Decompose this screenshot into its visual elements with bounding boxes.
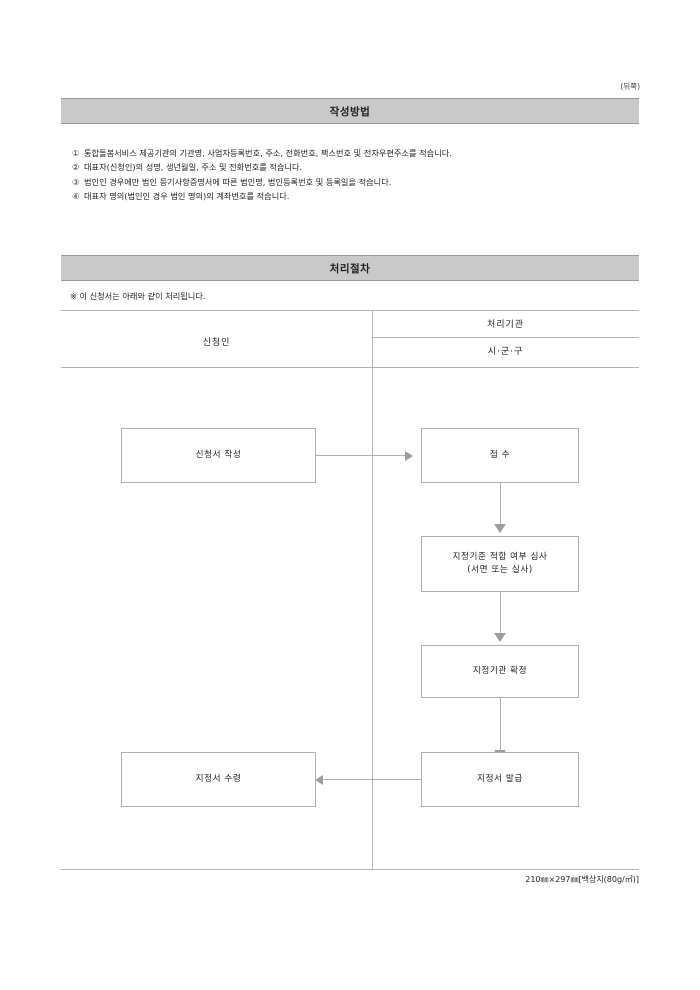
flow-step-label: 지정기준 적합 여부 심사 [452, 552, 548, 562]
section-header-writing-method: 작성방법 [61, 98, 639, 124]
flow-step-label: 접 수 [489, 450, 511, 460]
list-item-marker: ③ [72, 176, 80, 187]
flow-step-application-form: 신청서 작성 [121, 428, 316, 483]
section-header-procedure: 처리절차 [61, 255, 639, 281]
column-header-agency-sub: 시·군·구 [487, 347, 524, 357]
list-item: ④ 대표자 명의(법인인 경우 법인 명의)의 계좌번호를 적습니다. [72, 189, 632, 203]
list-item-label: 대표자(신청인)의 성명, 생년월일, 주소 및 전화번호를 적습니다. [84, 162, 303, 173]
list-item-marker: ④ [72, 190, 80, 201]
connector-receipt-to-review [500, 483, 501, 526]
divider-header-bottom [61, 367, 639, 368]
writing-method-list: ① 통합돌봄서비스 제공기관의 기관명, 사업자등록번호, 주소, 전화번호, … [72, 146, 632, 203]
section-title-writing-method: 작성방법 [329, 105, 371, 118]
section-title-procedure: 처리절차 [329, 262, 371, 275]
flow-step-label: 지정서 발급 [477, 774, 523, 784]
connector-application-to-receipt [316, 455, 405, 456]
list-item-marker: ② [72, 162, 80, 173]
procedure-flow-diagram: 신청인 처리기관 시·군·구 신청서 작성 접 수 지정기준 적합 여부 심사 … [61, 310, 639, 870]
arrow-left-icon [315, 775, 323, 785]
flow-step-issue: 지정서 발급 [421, 752, 579, 807]
column-header-agency: 처리기관 [486, 320, 525, 330]
column-header-applicant: 신청인 [202, 338, 231, 348]
list-item: ③ 법인인 경우에만 법인 등기사항증명서에 따른 법인명, 법인등록번호 및 … [72, 175, 632, 189]
list-item: ① 통합돌봄서비스 제공기관의 기관명, 사업자등록번호, 주소, 전화번호, … [72, 146, 632, 160]
connector-confirm-to-issue [500, 698, 501, 752]
flow-step-review: 지정기준 적합 여부 심사 (서면 또는 실사) [421, 536, 579, 592]
divider-top [61, 310, 639, 311]
paper-spec-note: 210㎜×297㎜[백상지(80g/㎡)] [525, 875, 639, 884]
list-item: ② 대표자(신청인)의 성명, 생년월일, 주소 및 전화번호를 적습니다. [72, 160, 632, 174]
flow-step-confirm: 지정기관 확정 [421, 645, 579, 698]
page-side-marker: (뒤쪽) [620, 82, 640, 91]
flow-step-label: 지정기관 확정 [472, 666, 528, 676]
flow-step-sublabel: (서면 또는 실사) [467, 565, 533, 575]
flow-step-label: 지정서 수령 [195, 774, 242, 784]
flow-step-receipt: 접 수 [421, 428, 579, 483]
divider-bottom [61, 869, 639, 870]
divider-column-separator [372, 310, 373, 869]
flow-step-receive: 지정서 수령 [121, 752, 316, 807]
arrow-right-icon [405, 451, 413, 461]
list-item-marker: ① [72, 148, 80, 158]
list-item-label: 통합돌봄서비스 제공기관의 기관명, 사업자등록번호, 주소, 전화번호, 팩스… [84, 148, 452, 158]
flow-step-label: 신청서 작성 [195, 450, 242, 460]
connector-issue-to-receive [323, 779, 421, 780]
connector-review-to-confirm [500, 592, 501, 635]
procedure-note: ※ 이 신청서는 아래와 같이 처리됩니다. [70, 291, 206, 301]
arrow-down-icon [494, 524, 506, 533]
arrow-down-icon [494, 633, 506, 642]
list-item-label: 대표자 명의(법인인 경우 법인 명의)의 계좌번호를 적습니다. [84, 190, 290, 201]
divider-agency-split [372, 337, 639, 338]
list-item-label: 법인인 경우에만 법인 등기사항증명서에 따른 법인명, 법인등록번호 및 등록… [84, 176, 392, 187]
